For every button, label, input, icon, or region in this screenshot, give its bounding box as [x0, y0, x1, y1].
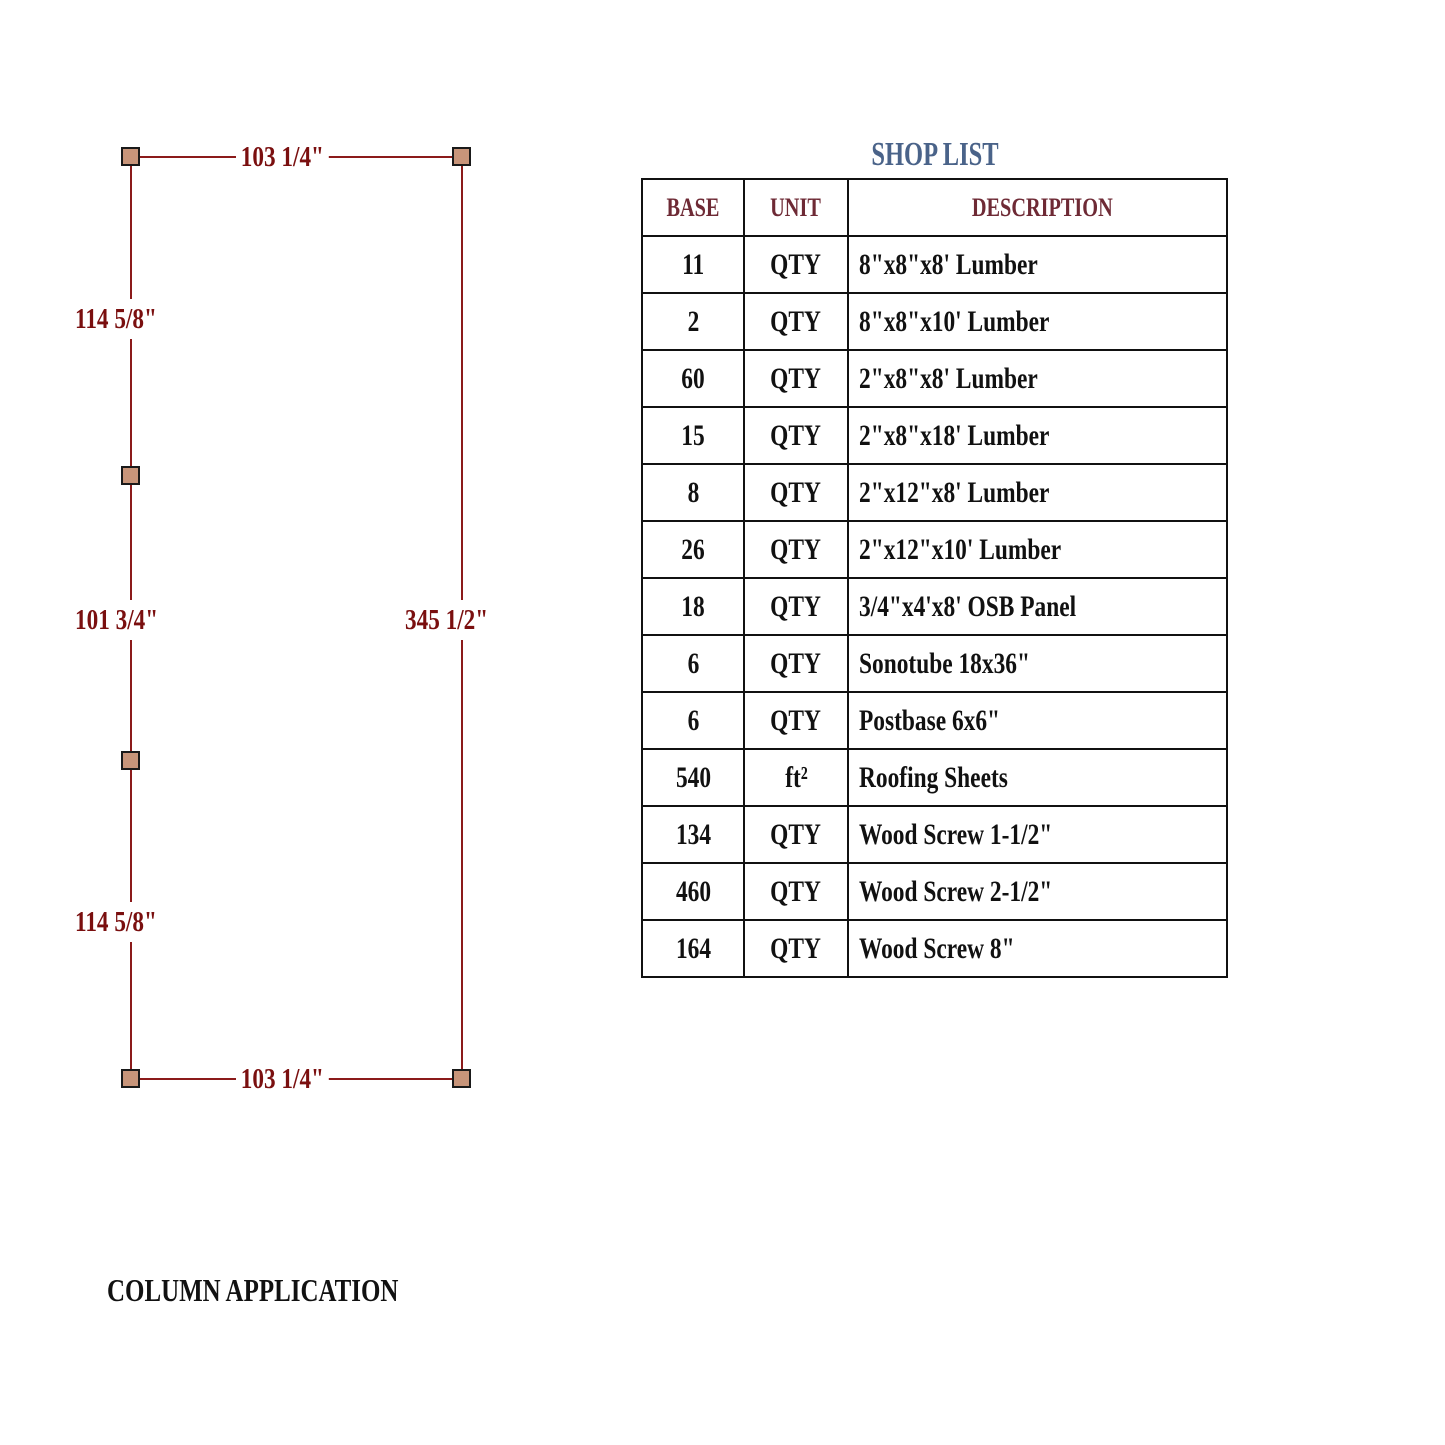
base-value: 26 [681, 532, 705, 566]
description-value: Wood Screw 8" [859, 931, 1015, 965]
header-base: BASE [641, 178, 745, 237]
table-row: 2 QTY 8"x8"x10' Lumber [641, 292, 1228, 351]
unit-value: QTY [770, 304, 822, 338]
unit-value: ft² [784, 760, 808, 794]
header-description: DESCRIPTION [847, 178, 1228, 237]
table-header-row: BASE UNIT DESCRIPTION [641, 178, 1228, 237]
description-value: 8"x8"x10' Lumber [859, 304, 1050, 338]
unit-value: QTY [770, 874, 822, 908]
table-row: 11 QTY 8"x8"x8' Lumber [641, 235, 1228, 294]
top-width-label: 103 1/4" [236, 141, 329, 173]
table-row: 6 QTY Sonotube 18x36" [641, 634, 1228, 693]
base-value: 11 [681, 247, 705, 281]
table-row: 15 QTY 2"x8"x18' Lumber [641, 406, 1228, 465]
base-value: 460 [675, 874, 711, 908]
description-value: 2"x12"x10' Lumber [859, 532, 1062, 566]
unit-value: QTY [770, 589, 822, 623]
base-value: 540 [675, 760, 711, 794]
unit-value: QTY [770, 703, 822, 737]
table-row: 60 QTY 2"x8"x8' Lumber [641, 349, 1228, 408]
base-value: 60 [681, 361, 705, 395]
base-value: 15 [681, 418, 705, 452]
description-value: Roofing Sheets [859, 760, 1008, 794]
table-row: 8 QTY 2"x12"x8' Lumber [641, 463, 1228, 522]
base-value: 6 [687, 703, 699, 737]
post-bottom-left [121, 1069, 140, 1088]
table-row: 18 QTY 3/4"x4'x8' OSB Panel [641, 577, 1228, 636]
base-value: 164 [675, 931, 711, 965]
right-total-label: 345 1/2" [405, 600, 489, 640]
bottom-width-label: 103 1/4" [236, 1063, 329, 1095]
description-value: Wood Screw 1-1/2" [859, 817, 1053, 851]
description-value: 8"x8"x8' Lumber [859, 247, 1038, 281]
unit-value: QTY [770, 532, 822, 566]
unit-value: QTY [770, 418, 822, 452]
description-value: 3/4"x4'x8' OSB Panel [859, 589, 1077, 623]
header-unit: UNIT [743, 178, 849, 237]
description-value: Postbase 6x6" [859, 703, 1001, 737]
table-row: 540 ft² Roofing Sheets [641, 748, 1228, 807]
left-segment-3-label: 114 5/8" [75, 902, 157, 942]
table-row: 460 QTY Wood Screw 2-1/2" [641, 862, 1228, 921]
post-bottom-right [452, 1069, 471, 1088]
post-top-right [452, 147, 471, 166]
base-value: 6 [687, 646, 699, 680]
post-mid-left-1 [121, 466, 140, 485]
unit-value: QTY [770, 817, 822, 851]
left-segment-2-label: 101 3/4" [75, 600, 159, 640]
post-top-left [121, 147, 140, 166]
description-value: 2"x8"x8' Lumber [859, 361, 1038, 395]
unit-value: QTY [770, 931, 822, 965]
base-value: 8 [687, 475, 699, 509]
description-value: 2"x8"x18' Lumber [859, 418, 1050, 452]
shop-list-title: SHOP LIST [871, 136, 999, 173]
base-value: 2 [687, 304, 699, 338]
table-row: 164 QTY Wood Screw 8" [641, 919, 1228, 978]
table-row: 26 QTY 2"x12"x10' Lumber [641, 520, 1228, 579]
unit-value: QTY [770, 646, 822, 680]
table-row: 134 QTY Wood Screw 1-1/2" [641, 805, 1228, 864]
description-value: Sonotube 18x36" [859, 646, 1030, 680]
base-value: 18 [681, 589, 705, 623]
unit-value: QTY [770, 247, 822, 281]
description-value: Wood Screw 2-1/2" [859, 874, 1053, 908]
base-value: 134 [675, 817, 711, 851]
description-value: 2"x12"x8' Lumber [859, 475, 1050, 509]
table-row: 6 QTY Postbase 6x6" [641, 691, 1228, 750]
unit-value: QTY [770, 475, 822, 509]
left-segment-1-label: 114 5/8" [75, 299, 157, 339]
post-mid-left-2 [121, 751, 140, 770]
column-application-label: COLUMN APPLICATION [107, 1272, 399, 1308]
unit-value: QTY [770, 361, 822, 395]
